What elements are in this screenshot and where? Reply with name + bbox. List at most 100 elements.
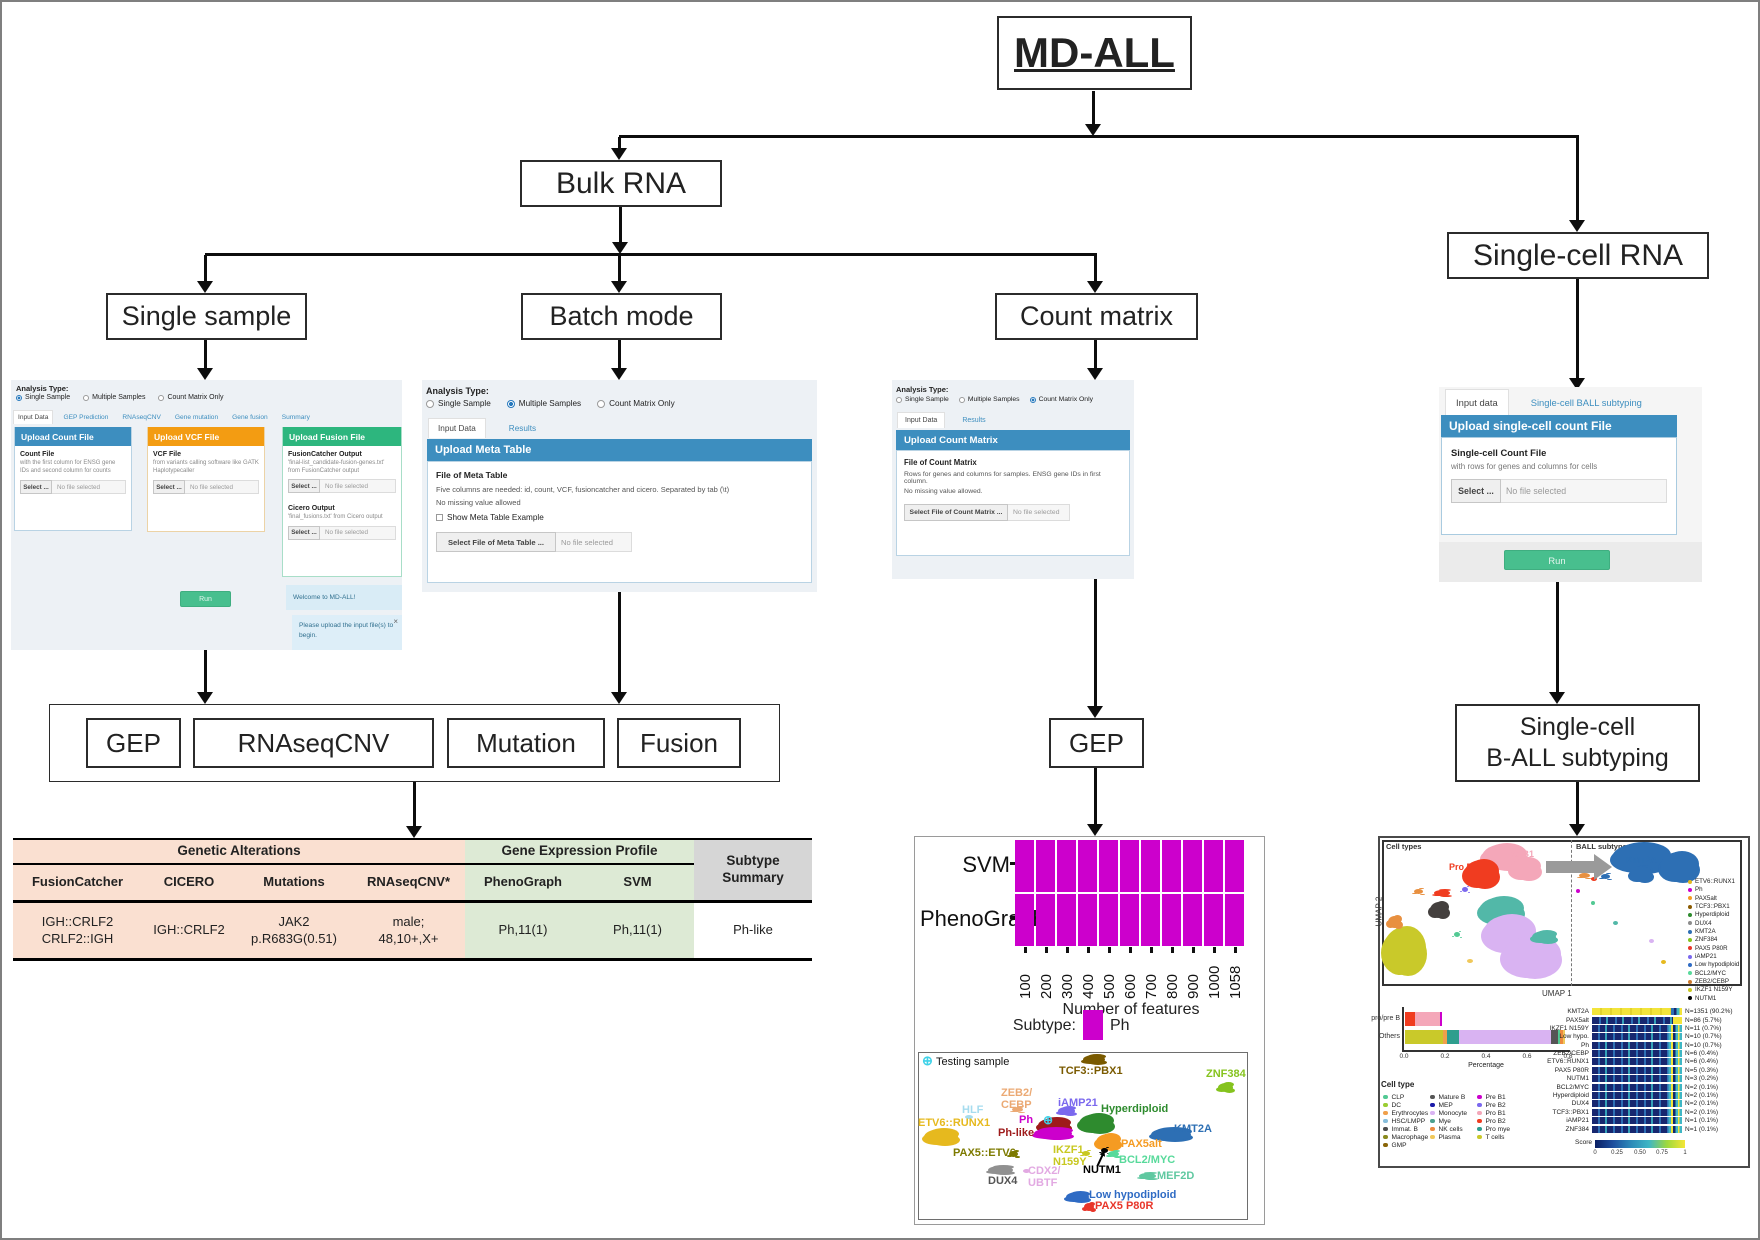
legend-swatch: [1083, 1010, 1103, 1040]
select-file-button[interactable]: Select File of Count Matrix ...: [904, 504, 1008, 521]
panel-tab[interactable]: Summary: [281, 414, 310, 421]
legend-entry: MEP: [1430, 1101, 1467, 1109]
radio-option[interactable]: Count Matrix Only: [597, 399, 675, 408]
field-desc: from variants calling software like GATK…: [153, 460, 259, 474]
axis-tick: [1141, 947, 1162, 953]
legend-dot: [1688, 987, 1692, 992]
select-file-button[interactable]: Select ...: [288, 479, 320, 493]
panel-tab[interactable]: Input data: [1445, 389, 1509, 415]
file-field[interactable]: No file selected: [52, 480, 126, 494]
legend-dot: [1688, 912, 1692, 917]
legend-entry: Pro B2: [1477, 1117, 1510, 1125]
run-button[interactable]: Run: [180, 591, 231, 607]
radio-icon[interactable]: [16, 394, 22, 401]
legend-dot: [1477, 1102, 1482, 1108]
panel-tab[interactable]: Results: [962, 417, 986, 424]
heatmap-row-bar: [1592, 1050, 1682, 1058]
radio-icon[interactable]: [1029, 396, 1036, 403]
bar: [1183, 894, 1202, 946]
panel-tab[interactable]: Input Data: [13, 410, 54, 424]
legend-dot: [1383, 1102, 1388, 1108]
panel-tab[interactable]: Single-cell BALL subtyping: [1530, 397, 1642, 408]
bar-segment: [1550, 1030, 1558, 1044]
radio-option[interactable]: Count Matrix Only: [1029, 396, 1093, 403]
select-file-button[interactable]: Select ...: [1451, 479, 1501, 503]
panel-tab[interactable]: Gene mutation: [174, 414, 219, 421]
legend-dot: [1688, 979, 1692, 984]
panel-tab[interactable]: Results: [508, 424, 537, 433]
field-label: FusionCatcher Output: [288, 451, 362, 458]
radio-option[interactable]: Single Sample: [896, 396, 949, 403]
radio-option[interactable]: Single Sample: [16, 394, 70, 401]
radio-icon[interactable]: [158, 394, 165, 401]
heatmap-row: BCL2/MYC N=2 (0.1%): [1556, 1083, 1719, 1091]
show-example-checkbox[interactable]: Show Meta Table Example: [436, 513, 803, 522]
panel-tab[interactable]: Gene fusion: [232, 414, 268, 421]
heatmap-row-bar: [1592, 1092, 1682, 1100]
legend-dot: [1688, 921, 1692, 926]
radio-icon[interactable]: [506, 399, 515, 408]
panel-tab[interactable]: GEP Prediction: [63, 414, 109, 421]
arrow-line: [619, 207, 622, 243]
flow-box-sc-subtyping: Single-cell B-ALL subtyping: [1455, 704, 1700, 782]
panel-tab[interactable]: Input Data: [428, 418, 486, 438]
close-icon[interactable]: ×: [393, 617, 398, 626]
heatmap-row-bar: [1592, 1058, 1682, 1066]
umap-left-title: Cell types: [1386, 842, 1422, 851]
radio-icon[interactable]: [597, 399, 606, 408]
legend-entry: Pre B2: [1477, 1101, 1510, 1109]
checkbox-label: Show Meta Table Example: [447, 513, 544, 522]
radio-option[interactable]: Single Sample: [426, 399, 491, 408]
radio-option[interactable]: Multiple Samples: [83, 394, 145, 401]
legend-dot: [1430, 1134, 1435, 1140]
run-button[interactable]: Run: [1504, 550, 1610, 570]
heatmap-row-bar: [1592, 1016, 1682, 1024]
arrow-line: [1094, 340, 1097, 369]
field-desc: Rows for genes and columns for samples. …: [904, 471, 1101, 485]
analysis-type-label: Analysis Type:: [16, 384, 69, 393]
branch-line-bulk: [205, 253, 1097, 256]
radio-icon[interactable]: [896, 396, 902, 403]
output-box-mutation: Mutation: [447, 718, 605, 768]
radio-icon[interactable]: [426, 399, 434, 408]
checkbox-icon[interactable]: [436, 514, 443, 521]
select-file-button[interactable]: Select ...: [153, 480, 185, 494]
radio-icon[interactable]: [83, 394, 90, 401]
arrowhead: [1087, 281, 1103, 293]
pct-row-label: Others: [1378, 1033, 1400, 1040]
radio-option[interactable]: Multiple Samples: [958, 396, 1020, 403]
table-cell: male; 48,10+,X+: [352, 903, 465, 961]
file-field[interactable]: No file selected: [1008, 504, 1070, 521]
bar-segment: [1560, 1030, 1563, 1044]
bar-segment: [1439, 1012, 1443, 1026]
file-field[interactable]: No file selected: [1501, 479, 1667, 503]
legend-entry: Low hypodiploid: [1688, 961, 1739, 968]
x-tick-label: 400: [1080, 973, 1097, 999]
heatmap-row: PAX5alt N=86 (5.7%): [1565, 1016, 1722, 1024]
testing-sample-icon: ⊕: [922, 1053, 933, 1068]
select-file-button[interactable]: Select ...: [288, 525, 320, 540]
bar: [1078, 840, 1097, 892]
file-field[interactable]: No file selected: [556, 532, 632, 552]
legend-dot: [1383, 1126, 1388, 1132]
panel-tab[interactable]: Input Data: [897, 412, 946, 428]
table-col-header: CICERO: [142, 865, 236, 903]
file-field[interactable]: No file selected: [320, 479, 396, 493]
page-title: MD-ALL: [1014, 29, 1175, 76]
panel-tab[interactable]: RNAseqCNV: [122, 414, 161, 421]
legend-dot: [1430, 1094, 1435, 1100]
file-field[interactable]: No file selected: [185, 480, 259, 494]
select-file-button[interactable]: Select File of Meta Table ...: [436, 532, 556, 552]
table-cell: IGH::CRLF2: [142, 903, 236, 961]
legend-dot: [1688, 896, 1692, 901]
radio-icon[interactable]: [958, 396, 965, 403]
radio-option[interactable]: Multiple Samples: [506, 399, 581, 408]
file-field[interactable]: No file selected: [320, 525, 396, 540]
radio-option[interactable]: Count Matrix Only: [158, 394, 223, 401]
x-tick-label: 500: [1101, 973, 1118, 999]
axis-tick: [1015, 947, 1036, 953]
bar: [1225, 894, 1244, 946]
legend-entry: DC: [1383, 1101, 1428, 1109]
arrow-line: [618, 255, 621, 282]
select-file-button[interactable]: Select ...: [20, 480, 52, 494]
